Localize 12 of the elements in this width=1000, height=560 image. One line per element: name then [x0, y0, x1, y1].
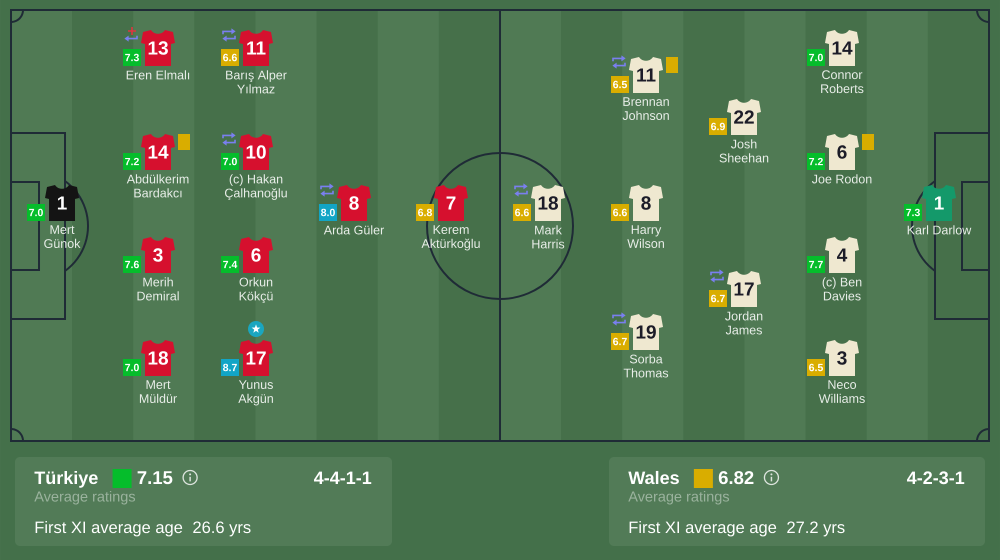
age-value: 27.2 yrs	[787, 521, 845, 536]
team-name: Wales	[628, 470, 679, 484]
age-label: First XI average age	[36, 521, 182, 536]
rating-caption: Average ratings	[628, 490, 730, 504]
rating-caption: Average ratings	[34, 490, 136, 504]
rating-value: 7.15	[138, 471, 172, 484]
formation-label: 4-2-3-1	[906, 471, 964, 484]
team-name: Türkiye	[34, 470, 98, 488]
formation-label: 4-4-1-1	[314, 472, 372, 484]
rating-value: 6.82	[718, 471, 754, 484]
age-label: First XI average age	[630, 521, 776, 536]
age-value: 26.6 yrs	[193, 521, 251, 536]
